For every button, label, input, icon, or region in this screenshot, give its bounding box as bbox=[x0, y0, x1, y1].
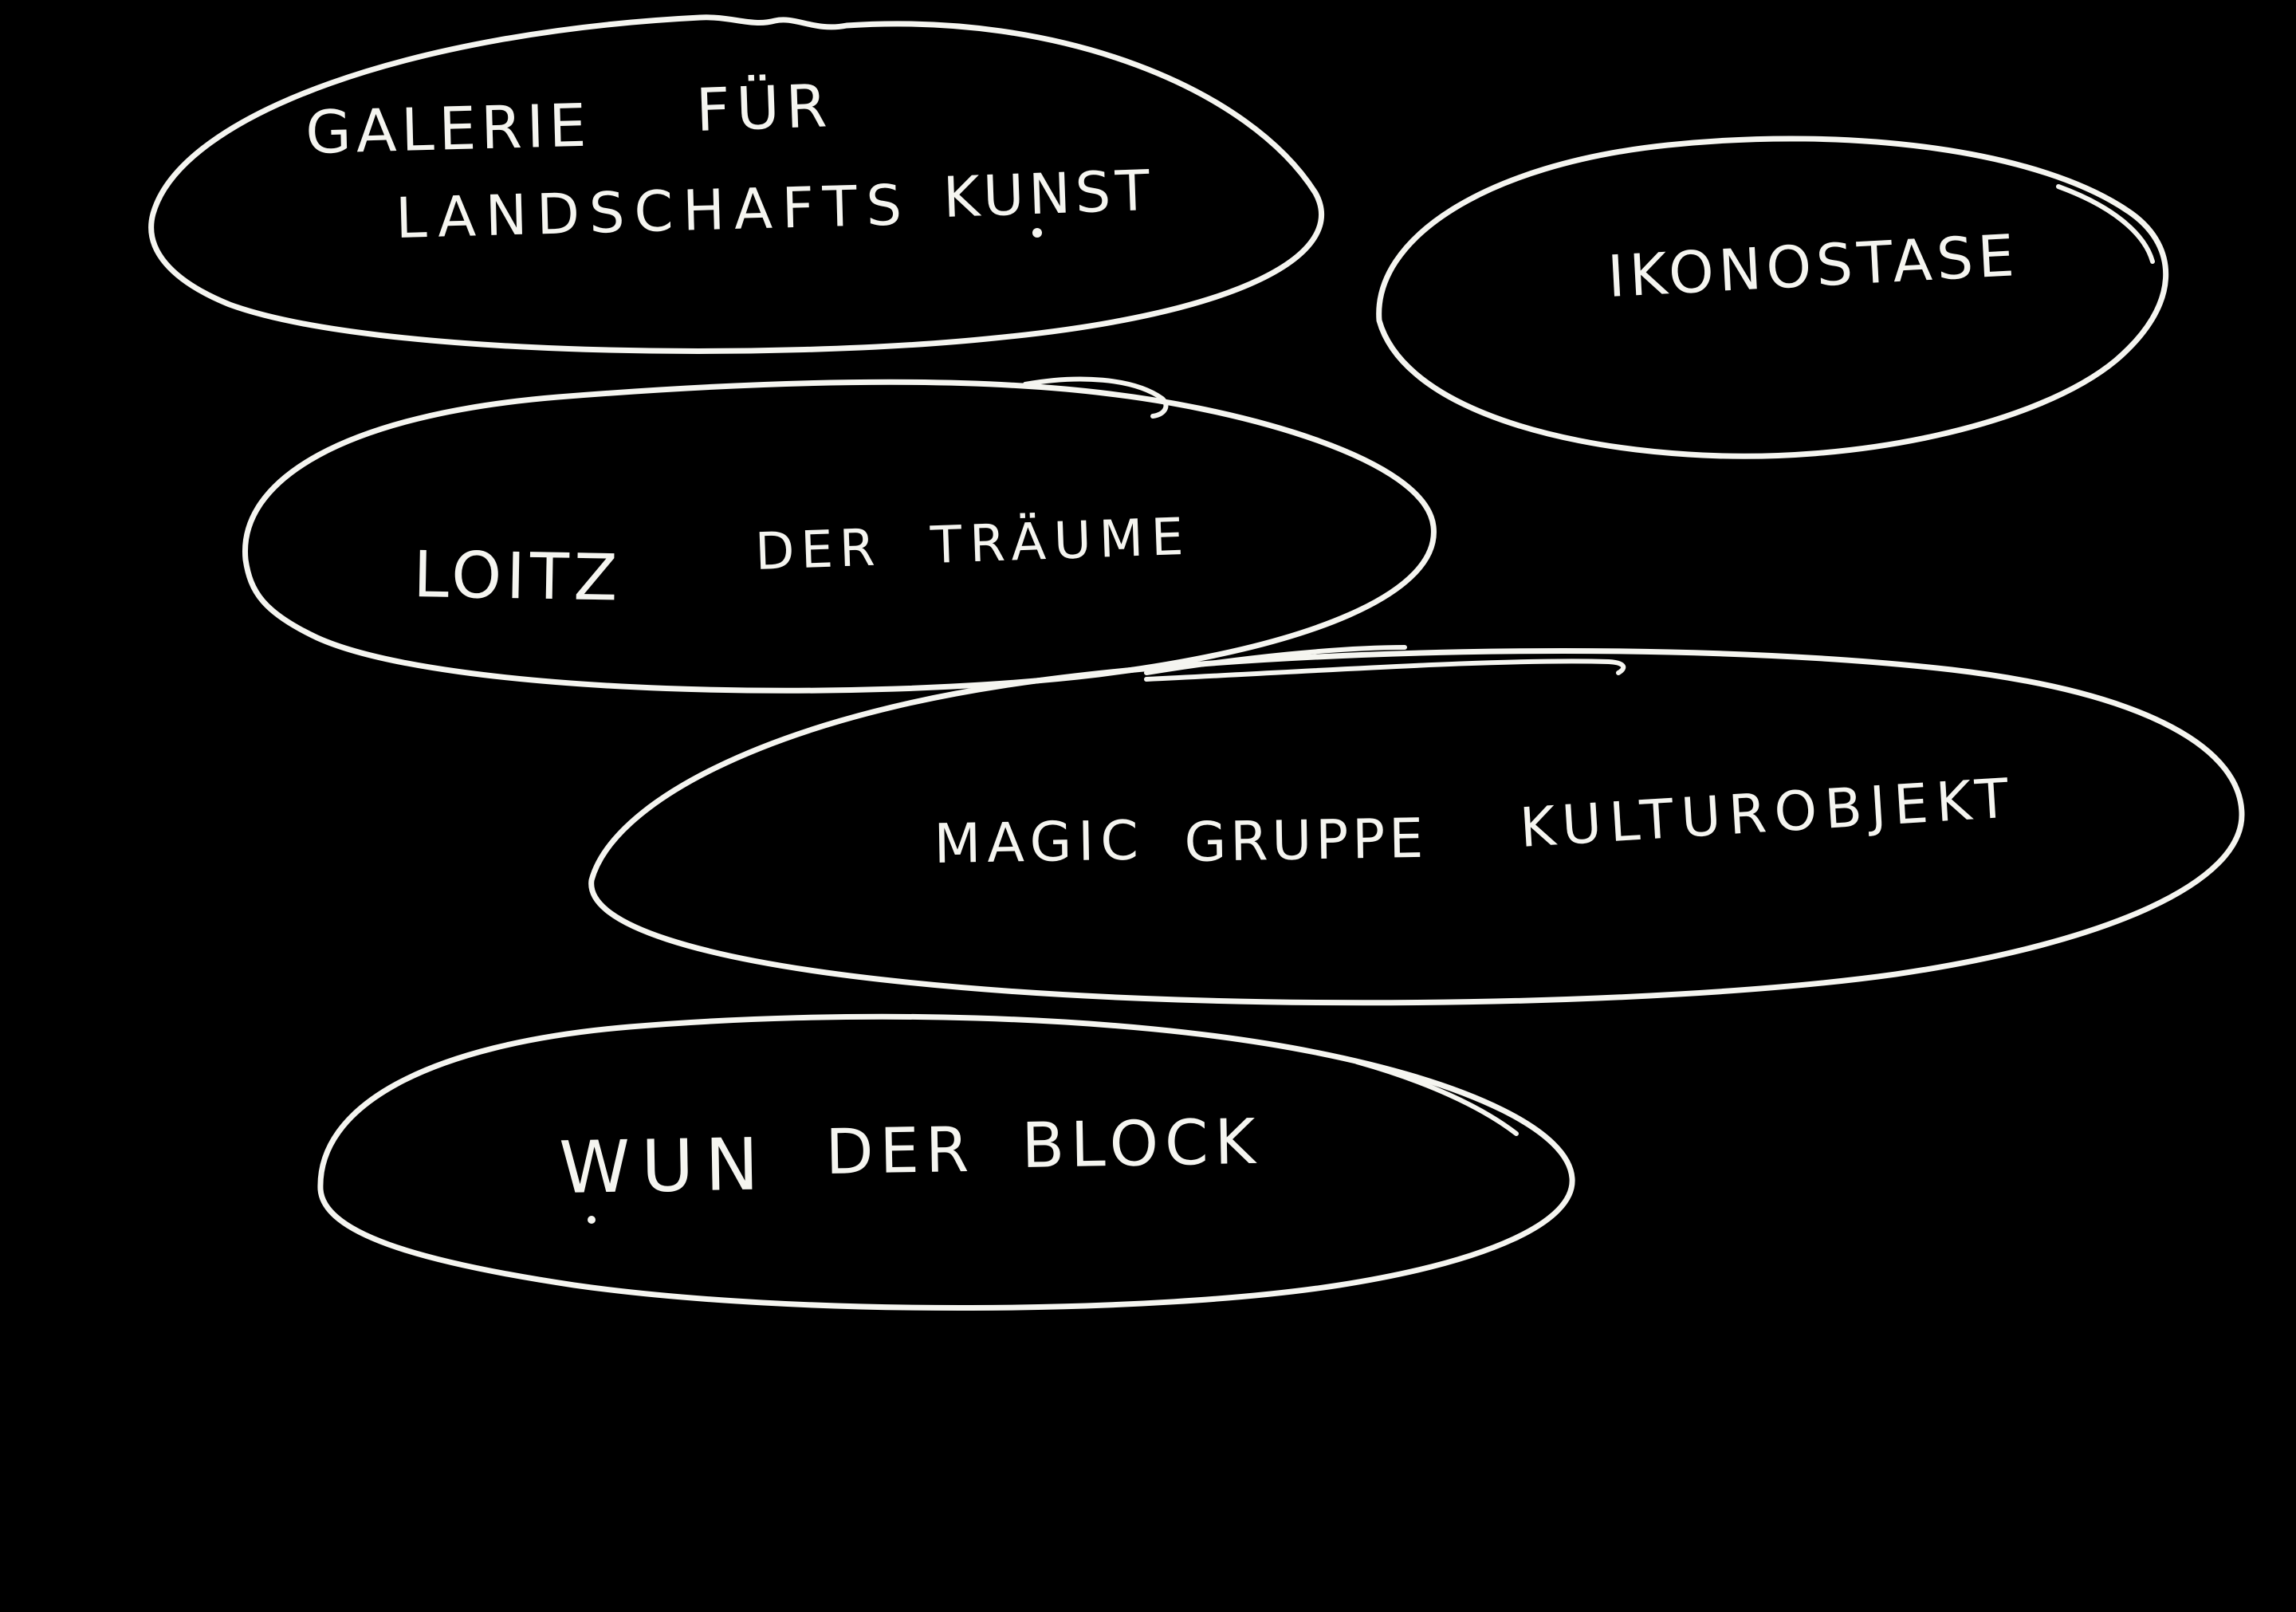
magic-ellipse-outline bbox=[588, 648, 2245, 1006]
loitz-word-der: DER bbox=[754, 519, 883, 582]
loitz-ellipse-outline bbox=[242, 379, 1437, 694]
ikonostase-ellipse-outline bbox=[1376, 136, 2168, 459]
galerie-ellipse-outline bbox=[148, 14, 1324, 354]
bubble-wunderblock: WUN DER BLOCK bbox=[317, 1013, 1575, 1311]
wunderblock-word-block: BLOCK bbox=[1021, 1107, 1263, 1182]
galerie-word-kunst: KUNST bbox=[942, 158, 1156, 230]
bubble-galerie-fuer-landschaftskunst: GALERIE FÜR LANDSCHAFTS KUNST bbox=[148, 14, 1324, 354]
galerie-word-landschafts: LANDSCHAFTS bbox=[395, 172, 912, 251]
magic-word-gruppe: GRUPPE bbox=[1184, 808, 1428, 875]
loitz-tail-stroke bbox=[1144, 659, 1626, 682]
loitz-word-loitz: LOITZ bbox=[413, 537, 623, 615]
loitz-word-traeume: TRÄUME bbox=[929, 507, 1193, 576]
magic-word-magic: MAGIC bbox=[934, 809, 1146, 876]
ink-dot-under-wun bbox=[588, 1216, 596, 1224]
galerie-word-fuer: FÜR bbox=[695, 71, 835, 145]
galerie-word-galerie: GALERIE bbox=[305, 92, 592, 167]
wunderblock-word-wun: WUN bbox=[559, 1123, 771, 1210]
loitz-top-overlap-stroke bbox=[1023, 376, 1169, 419]
ikonostase-overlap-stroke bbox=[2056, 184, 2155, 264]
wunderblock-overlap-stroke bbox=[1354, 1060, 1519, 1136]
magic-top-overlap-stroke bbox=[1144, 645, 1407, 675]
bubble-loitz-der-traeume: LOITZ DER TRÄUME bbox=[242, 376, 1626, 694]
ink-dot-under-kunst bbox=[1032, 228, 1042, 238]
wunderblock-word-der: DER bbox=[825, 1115, 976, 1189]
wunderblock-ellipse-outline bbox=[317, 1013, 1575, 1311]
